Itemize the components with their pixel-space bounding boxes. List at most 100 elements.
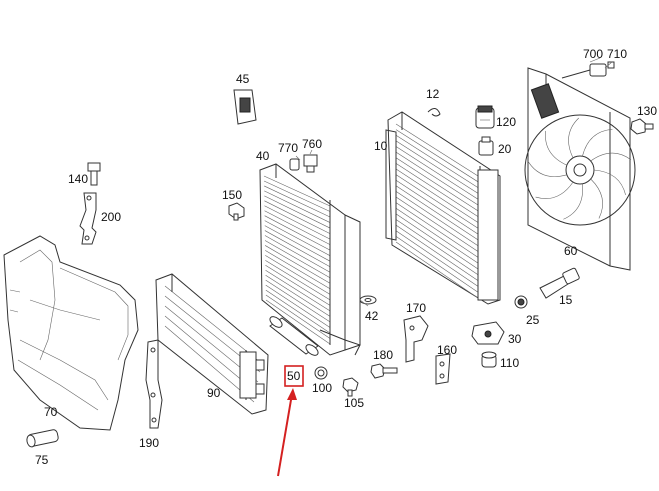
drain-plug-15[interactable] [539, 267, 580, 299]
clip-45[interactable] [233, 89, 257, 125]
air-duct-shroud[interactable] [3, 235, 139, 431]
hatch-line [395, 179, 479, 235]
label-45[interactable]: 45 [236, 72, 250, 86]
hatch-line [395, 151, 479, 206]
hatch-line [395, 241, 479, 299]
label-90[interactable]: 90 [207, 386, 221, 400]
label-25[interactable]: 25 [526, 313, 540, 327]
bolt-140[interactable] [87, 162, 101, 186]
fan-blade [590, 152, 632, 162]
pin-710[interactable] [607, 61, 615, 69]
hatch-line [264, 200, 331, 234]
hatch-line [264, 240, 331, 279]
part-labels: 700 710 45 12 130 120 770 760 10 20 40 1… [35, 47, 657, 467]
label-140[interactable]: 140 [68, 172, 88, 186]
bracket-160[interactable] [435, 353, 451, 385]
bolt-180[interactable] [370, 363, 398, 379]
fan-blade [582, 129, 613, 157]
hatch-line [264, 185, 331, 218]
hatch-line [265, 284, 331, 328]
bushing-110[interactable] [481, 351, 497, 368]
label-700[interactable]: 700 [583, 47, 603, 61]
label-12[interactable]: 12 [426, 87, 440, 101]
label-20[interactable]: 20 [498, 142, 512, 156]
grommet-75[interactable] [26, 429, 59, 448]
hatch-line [395, 224, 479, 281]
bolt-150[interactable] [228, 202, 245, 221]
label-75[interactable]: 75 [35, 453, 49, 467]
hatch-line [395, 146, 479, 200]
hatch-line [264, 205, 331, 240]
label-180[interactable]: 180 [373, 348, 393, 362]
condenser-40[interactable] [259, 163, 361, 356]
label-40[interactable]: 40 [256, 149, 270, 163]
label-170[interactable]: 170 [406, 301, 426, 315]
label-770[interactable]: 770 [278, 141, 298, 155]
label-100[interactable]: 100 [312, 381, 332, 395]
label-105[interactable]: 105 [344, 396, 364, 410]
label-190[interactable]: 190 [139, 436, 159, 450]
label-10[interactable]: 10 [374, 139, 388, 153]
highlight-marker [277, 365, 304, 477]
label-120[interactable]: 120 [496, 115, 516, 129]
highlight-arrow [277, 393, 293, 477]
bracket-170[interactable] [403, 315, 429, 363]
valve-760[interactable] [303, 154, 318, 173]
hatch-line [264, 225, 331, 262]
label-150[interactable]: 150 [222, 188, 242, 202]
hatch-line [264, 195, 331, 229]
label-760[interactable]: 760 [302, 137, 322, 151]
hatch-line [395, 208, 479, 264]
hatch-line [395, 236, 479, 293]
label-15[interactable]: 15 [559, 293, 573, 307]
fan-blade [590, 178, 603, 219]
fan-blade [535, 181, 574, 199]
hatch-line [395, 219, 479, 276]
hatch-line [395, 230, 479, 287]
label-160[interactable]: 160 [437, 343, 457, 357]
hatch-line [265, 269, 331, 312]
hatch-line [395, 168, 479, 223]
cap-770[interactable] [289, 158, 300, 171]
cap-120[interactable] [475, 105, 495, 129]
seal-100[interactable] [314, 366, 328, 380]
hatch-line [263, 175, 331, 207]
label-50[interactable]: 50 [287, 369, 301, 383]
bolt-130[interactable] [630, 118, 654, 135]
fan-blade [563, 183, 583, 220]
label-42[interactable]: 42 [365, 309, 379, 323]
label-60[interactable]: 60 [564, 244, 578, 258]
highlight-box-50 [284, 365, 304, 387]
fan-blade [593, 169, 626, 196]
hatch-line [395, 185, 479, 241]
hatch-line [264, 210, 331, 245]
label-70[interactable]: 70 [44, 405, 58, 419]
hatch-line [265, 255, 331, 295]
fan-shroud-60[interactable] [524, 67, 636, 271]
label-130[interactable]: 130 [637, 104, 657, 118]
mount-30[interactable] [471, 321, 505, 345]
label-710[interactable]: 710 [607, 47, 627, 61]
fan-blade [528, 162, 567, 177]
bracket-190[interactable] [145, 339, 163, 429]
hatch-line [395, 202, 479, 258]
radiator-90[interactable] [155, 273, 269, 415]
washer-42[interactable] [359, 295, 377, 305]
sensor-20[interactable] [478, 136, 494, 156]
hatch-line [264, 215, 331, 251]
hatch-line [264, 230, 331, 267]
connector-700[interactable] [561, 63, 607, 79]
bracket-200[interactable] [79, 192, 97, 245]
seal-25[interactable] [514, 295, 528, 309]
hatch-line [395, 196, 479, 252]
highlight-arrowhead [287, 388, 297, 400]
hatch-line [265, 289, 331, 334]
label-200[interactable]: 200 [101, 210, 121, 224]
label-30[interactable]: 30 [508, 332, 522, 346]
dryer-cylinder-50[interactable] [268, 315, 320, 358]
label-110[interactable]: 110 [500, 356, 519, 370]
radiator-10[interactable] [385, 111, 501, 305]
clip-12[interactable] [427, 108, 441, 117]
bolt-105[interactable] [342, 377, 359, 397]
hatch-line [265, 299, 331, 345]
